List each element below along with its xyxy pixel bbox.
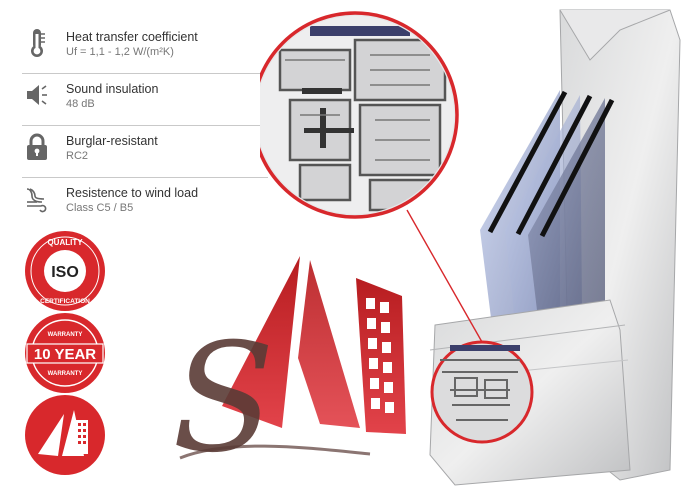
spec-sound-insulation: Sound insulation 48 dB	[22, 74, 268, 126]
spec-title: Resistence to wind load	[66, 186, 199, 200]
window-profile-illustration	[260, 9, 681, 486]
spec-list: Heat transfer coefficient Uf = 1,1 - 1,2…	[22, 22, 268, 229]
wind-icon	[26, 188, 47, 213]
badge-center-text: 10 YEAR	[34, 346, 96, 363]
badge-bottom-text: WARRANTY	[48, 371, 83, 377]
spec-title: Heat transfer coefficient	[66, 30, 198, 44]
spec-burglar-resistant: Burglar-resistant RC2	[22, 126, 268, 178]
spec-value: Class C5 / B5	[66, 202, 134, 214]
badge-center-text: ISO	[51, 264, 79, 281]
speaker-icon	[27, 85, 47, 105]
spec-value: RC2	[66, 150, 89, 162]
spec-value: Uf = 1,1 - 1,2 W/(m²K)	[66, 46, 174, 58]
badge-top-text: QUALITY	[47, 238, 83, 247]
badge-top-text: WARRANTY	[48, 332, 83, 338]
logo-letter: S	[172, 312, 275, 486]
warranty-badge: 10 YEAR WARRANTY WARRANTY	[25, 313, 105, 393]
logo-badge	[25, 395, 105, 475]
thermometer-icon	[31, 29, 45, 57]
spec-heat-transfer: Heat transfer coefficient Uf = 1,1 - 1,2…	[22, 22, 268, 74]
spec-wind-load: Resistence to wind load Class C5 / B5	[22, 178, 268, 229]
spec-title: Sound insulation	[66, 82, 159, 96]
spec-title: Burglar-resistant	[66, 134, 158, 148]
badge-bottom-text: CERTIFICATION	[40, 298, 90, 305]
brand-logo: S	[172, 256, 406, 486]
spec-value: 48 dB	[66, 98, 95, 110]
iso-certification-badge: ISO QUALITY CERTIFICATION	[25, 231, 105, 311]
padlock-icon	[27, 133, 47, 160]
